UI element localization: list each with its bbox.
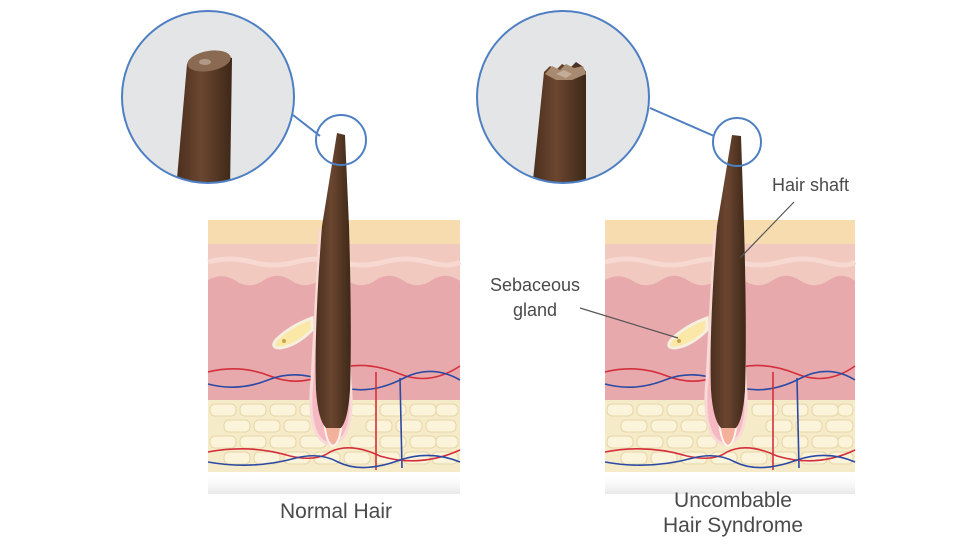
magnifier-leader-line	[649, 107, 715, 137]
normal-hair-panel: Normal Hair	[121, 10, 462, 523]
callout-sebaceous-gland: Sebaceous gland	[490, 275, 679, 339]
vein	[399, 377, 403, 469]
artery	[207, 447, 461, 462]
sebaceous-gland-label-line-1: Sebaceous	[490, 275, 580, 295]
vein	[207, 454, 461, 469]
panel-caption-uncombable-line-2: Hair Syndrome	[663, 514, 803, 537]
magnifier-small-ring	[315, 114, 367, 166]
hair-shaft	[315, 133, 351, 428]
magnifier-ring	[476, 10, 650, 184]
callout-hair-shaft: Hair shaft	[739, 175, 849, 259]
magnifier-small-ring	[712, 117, 762, 167]
magnifier-leader-line	[292, 114, 321, 137]
vein	[604, 454, 856, 469]
panel-caption-uncombable-line-1: Uncombable	[674, 489, 792, 512]
uncombable-hair-panel: Hair shaft Sebaceous gland Uncombable Ha…	[476, 10, 857, 537]
artery	[604, 447, 856, 462]
sebaceous-gland-label-line-2: gland	[513, 300, 557, 320]
hair-shaft	[710, 135, 746, 428]
hair-shaft-leader-line	[739, 201, 795, 259]
sebaceous-gland-normal	[272, 315, 314, 350]
magnifier-ring	[121, 10, 295, 184]
block-shadow	[605, 472, 855, 494]
panel-caption-normal: Normal Hair	[280, 500, 392, 523]
magnifier-normal	[121, 10, 367, 184]
vein	[796, 377, 800, 469]
sebaceous-gland-leader-line	[579, 307, 679, 339]
block-shadow	[208, 472, 460, 494]
magnified-hair-tip-smooth	[176, 54, 232, 183]
sebaceous-gland-uncombable	[667, 315, 709, 350]
blood-vessels-normal	[207, 364, 461, 470]
hair-shaft-label: Hair shaft	[772, 175, 849, 195]
magnifier-uncombable	[476, 10, 762, 184]
magnified-hair-tip-damaged	[532, 62, 586, 183]
